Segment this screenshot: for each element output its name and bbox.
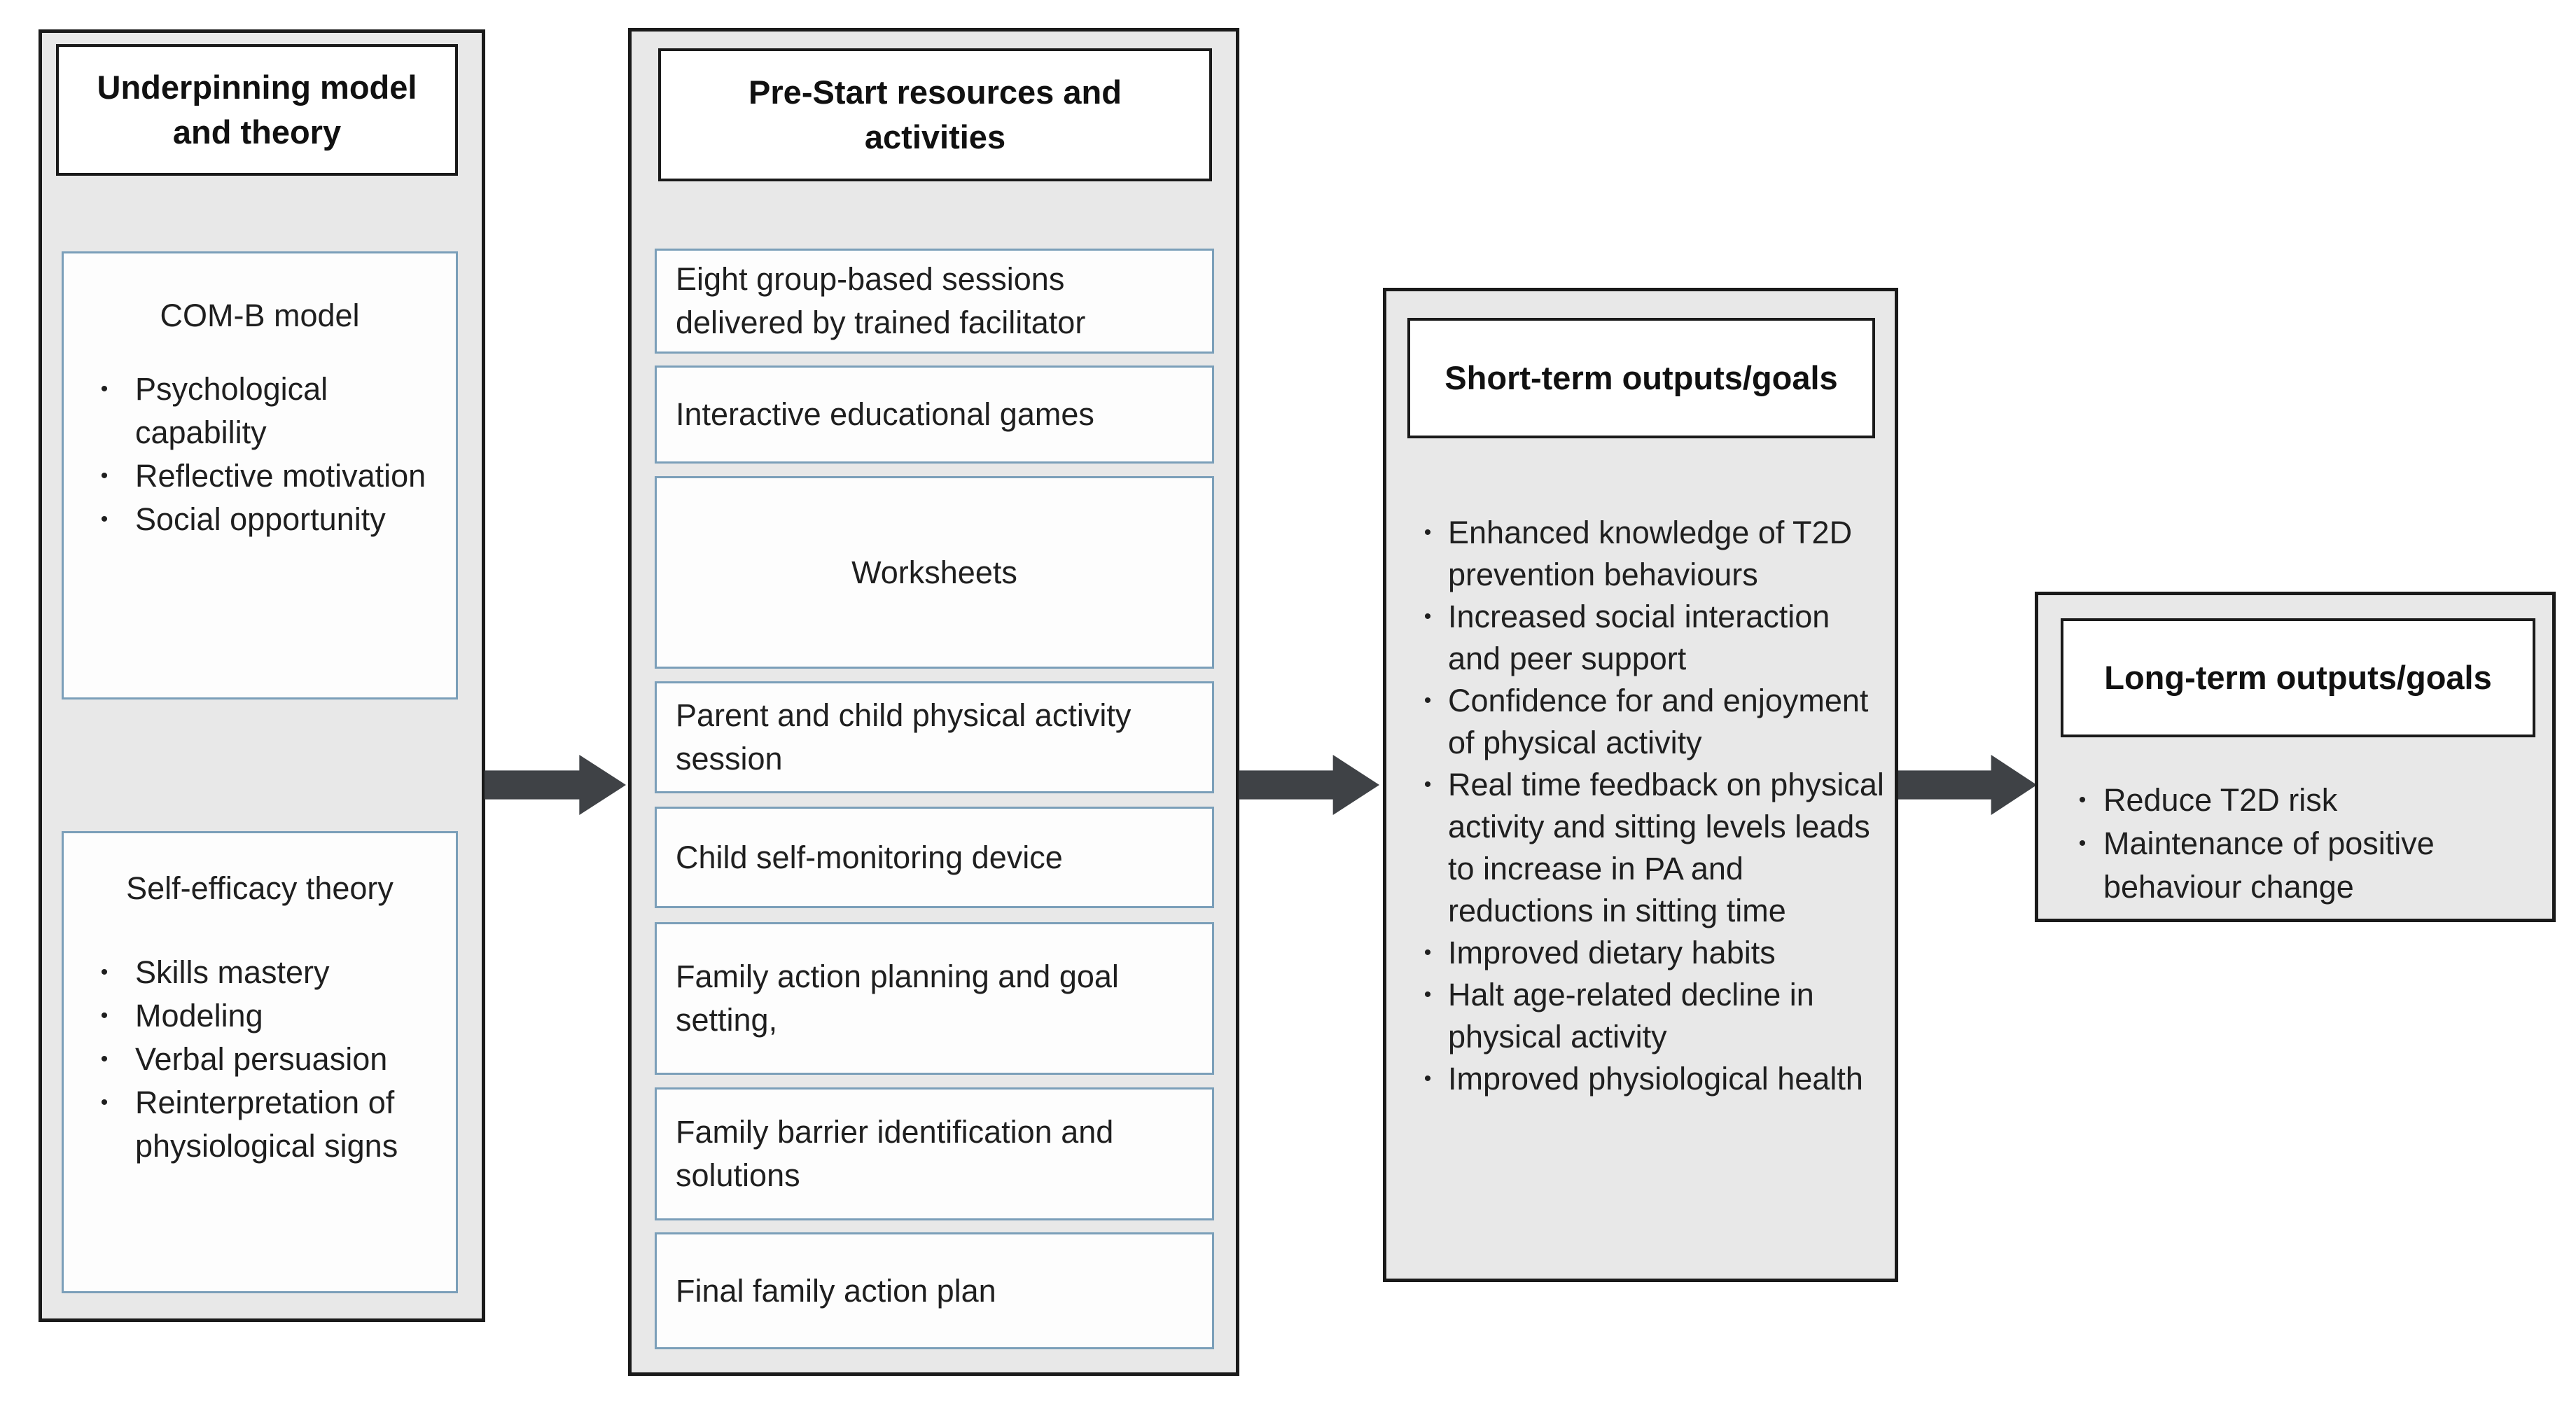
list-item: • Reduce T2D risk (2056, 779, 2550, 822)
resource-box: Worksheets (655, 476, 1214, 669)
resource-box-text: Family action planning and goal setting, (676, 959, 1119, 1038)
list-item: • Improved physiological health (1399, 1058, 1889, 1100)
bullet-icon: • (1423, 1067, 1432, 1090)
list-item-text: Maintenance of positive behaviour change (2103, 826, 2435, 905)
column-underpinning-theory: Underpinning model and theory COM-B mode… (39, 29, 485, 1322)
list-item-text: Skills mastery (135, 954, 330, 990)
bullet-icon: • (1423, 983, 1432, 1006)
resource-box-text: Worksheets (851, 554, 1017, 590)
long-term-outputs-list: • Reduce T2D risk • Maintenance of posit… (2056, 779, 2550, 909)
list-item: • Skills mastery (64, 951, 456, 994)
resource-box: Interactive educational games (655, 366, 1214, 464)
list-item-text: Confidence for and enjoyment of physical… (1448, 683, 1869, 760)
self-efficacy-list: • Skills mastery • Modeling • Verbal per… (64, 951, 456, 1168)
comb-model-list: • Psychological capability • Reflective … (64, 368, 456, 541)
resource-box: Final family action plan (655, 1232, 1214, 1349)
bullet-icon: • (100, 464, 109, 487)
list-item: • Social opportunity (64, 498, 456, 541)
right-arrow-icon (485, 755, 626, 815)
list-item-text: Improved physiological health (1448, 1061, 1863, 1097)
resource-box: Eight group-based sessions delivered by … (655, 249, 1214, 354)
list-item: • Reinterpretation of physiological sign… (64, 1081, 456, 1168)
bullet-icon: • (2078, 788, 2087, 812)
list-item: • Increased social interaction and peer … (1399, 596, 1889, 680)
bullet-icon: • (1423, 773, 1432, 796)
short-term-outputs-list: • Enhanced knowledge of T2D prevention b… (1399, 512, 1889, 1100)
list-item: • Verbal persuasion (64, 1038, 456, 1081)
list-item: • Improved dietary habits (1399, 932, 1889, 974)
resource-box-text: Eight group-based sessions delivered by … (676, 261, 1086, 340)
list-item-text: Psychological capability (135, 371, 328, 450)
resource-box: Parent and child physical activity sessi… (655, 681, 1214, 793)
resource-box-text: Interactive educational games (676, 396, 1094, 432)
bullet-icon: • (100, 961, 109, 984)
column-long-term-outputs: Long-term outputs/goals • Reduce T2D ris… (2035, 592, 2556, 922)
resource-box-text: Final family action plan (676, 1272, 996, 1309)
list-item-text: Reinterpretation of physiological signs (135, 1085, 398, 1164)
list-item-text: Modeling (135, 998, 263, 1033)
list-item: • Real time feedback on physical activit… (1399, 764, 1889, 932)
column-header-long-term-outputs: Long-term outputs/goals (2061, 618, 2535, 737)
list-item-text: Social opportunity (135, 501, 386, 537)
list-item-text: Enhanced knowledge of T2D prevention beh… (1448, 515, 1853, 592)
resource-box-text: Family barrier identification and soluti… (676, 1114, 1114, 1193)
bullet-icon: • (1423, 605, 1432, 628)
bullet-icon: • (100, 508, 109, 531)
comb-model-title: COM-B model (160, 298, 360, 333)
list-item: • Maintenance of positive behaviour chan… (2056, 822, 2550, 909)
list-item-text: Halt age-related decline in physical act… (1448, 977, 1814, 1054)
bullet-icon: • (1423, 941, 1432, 964)
list-item: • Halt age-related decline in physical a… (1399, 974, 1889, 1058)
comb-model-box: COM-B model • Psychological capability •… (62, 251, 458, 699)
list-item-text: Reflective motivation (135, 458, 426, 494)
bullet-icon: • (1423, 521, 1432, 544)
column-header-label: Underpinning model and theory (97, 69, 417, 151)
resource-box-text: Child self-monitoring device (676, 839, 1063, 875)
column-header-prestart-resources: Pre-Start resources and activities (658, 48, 1212, 181)
bullet-icon: • (100, 1047, 109, 1071)
column-header-short-term-outputs: Short-term outputs/goals (1407, 318, 1875, 438)
column-header-label: Short-term outputs/goals (1444, 359, 1838, 396)
bullet-icon: • (100, 1091, 109, 1114)
bullet-icon: • (1423, 689, 1432, 712)
resource-box-text: Parent and child physical activity sessi… (676, 697, 1132, 777)
list-item: • Confidence for and enjoyment of physic… (1399, 680, 1889, 764)
column-header-label: Long-term outputs/goals (2104, 659, 2492, 696)
list-item-text: Improved dietary habits (1448, 935, 1776, 970)
list-item-text: Verbal persuasion (135, 1041, 388, 1077)
list-item: • Enhanced knowledge of T2D prevention b… (1399, 512, 1889, 596)
list-item-text: Reduce T2D risk (2103, 782, 2338, 818)
list-item: • Psychological capability (64, 368, 456, 454)
bullet-icon: • (100, 377, 109, 401)
bullet-icon: • (2078, 832, 2087, 855)
list-item-text: Real time feedback on physical activity … (1448, 767, 1884, 928)
list-item: • Reflective motivation (64, 454, 456, 498)
right-arrow-icon (1898, 755, 2037, 815)
list-item: • Modeling (64, 994, 456, 1038)
self-efficacy-title: Self-efficacy theory (126, 870, 394, 906)
resource-box: Family action planning and goal setting, (655, 922, 1214, 1075)
column-short-term-outputs: Short-term outputs/goals • Enhanced know… (1383, 288, 1898, 1282)
resource-box: Child self-monitoring device (655, 807, 1214, 908)
column-header-underpinning-theory: Underpinning model and theory (56, 44, 458, 176)
column-header-label: Pre-Start resources and activities (749, 74, 1122, 155)
column-prestart-resources: Pre-Start resources and activities Eight… (628, 28, 1239, 1376)
list-item-text: Increased social interaction and peer su… (1448, 599, 1830, 676)
bullet-icon: • (100, 1004, 109, 1027)
right-arrow-icon (1239, 755, 1379, 815)
self-efficacy-box: Self-efficacy theory • Skills mastery • … (62, 831, 458, 1293)
resource-box: Family barrier identification and soluti… (655, 1087, 1214, 1220)
